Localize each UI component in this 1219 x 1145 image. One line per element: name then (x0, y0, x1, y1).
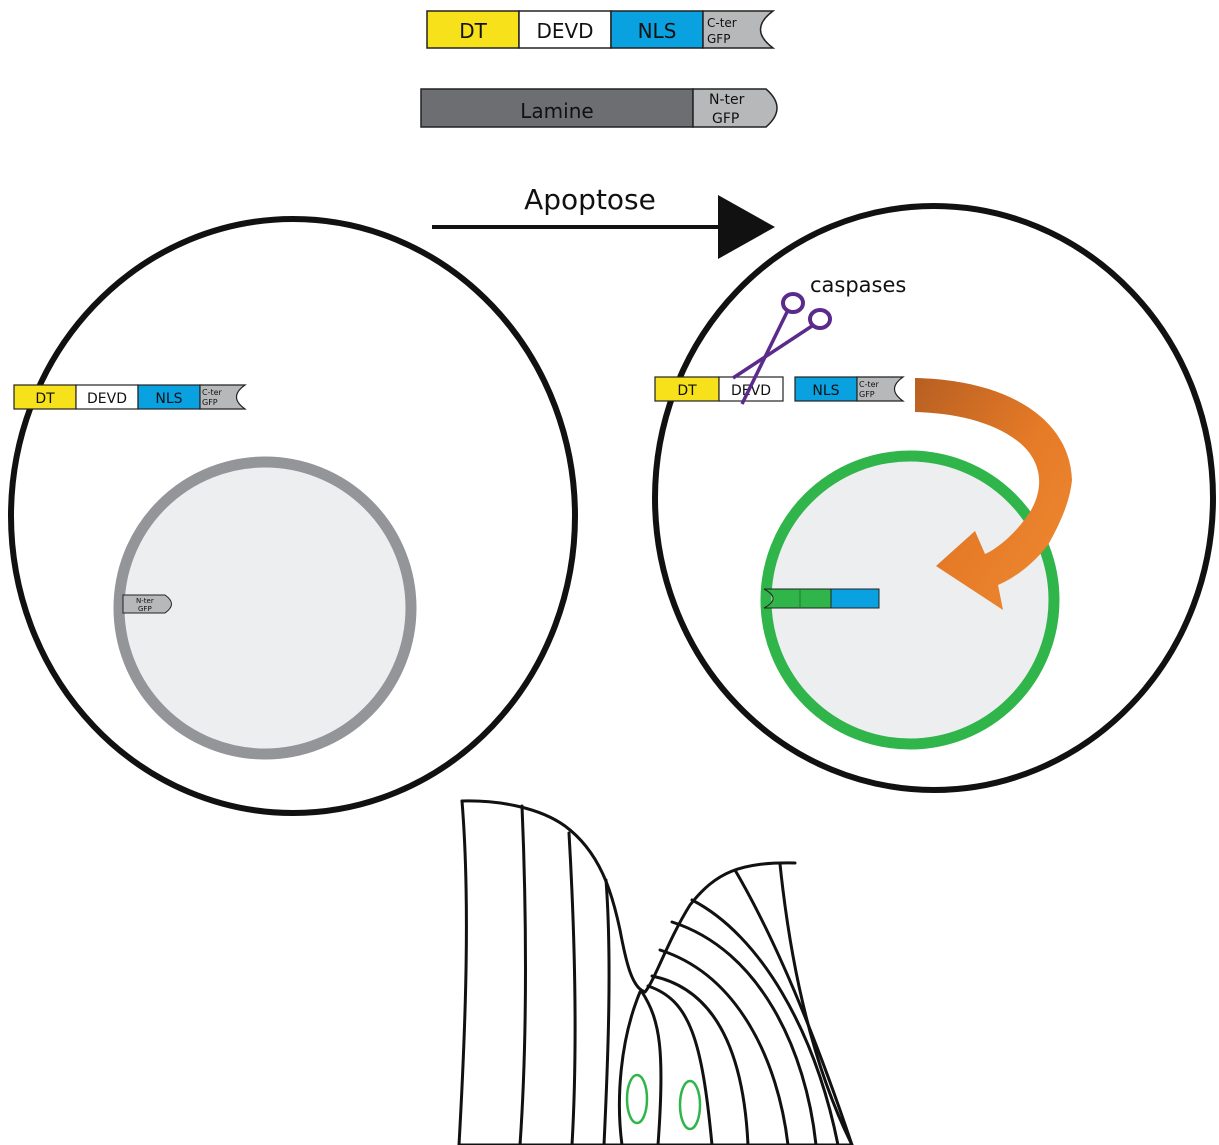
cell-membrane-right (652, 203, 1216, 793)
small-nls-label: NLS (155, 391, 182, 407)
small-c-ter-label: C-ter (202, 388, 223, 397)
cleaved-nls-label: NLS (812, 383, 839, 399)
devd-label: DEVD (536, 19, 593, 43)
reporter-in-cytoplasm: DT DEVD NLS C-ter GFP (13, 384, 247, 410)
lamine-gfp-label: GFP (712, 111, 739, 127)
n-ter-label: N-ter (709, 92, 745, 108)
cleaved-dt-devd-fragment: DT DEVD (654, 376, 784, 402)
lamine-segment (420, 88, 694, 128)
small-n-ter-label: N-ter (136, 597, 154, 605)
scissor-handle-2 (808, 308, 832, 330)
cell-border-3 (567, 831, 577, 1145)
nls-segment (610, 10, 704, 49)
caspase-scissors-icon (732, 292, 832, 405)
reporter-construct-legend: DT DEVD NLS C-ter GFP (426, 10, 776, 49)
cell-border-6 (640, 990, 663, 1145)
cell-border-10 (670, 920, 818, 1145)
small-gfp-label: GFP (202, 398, 218, 407)
small-nls-segment (137, 384, 201, 410)
cleaved-devd-label: DEVD (731, 383, 771, 399)
nuclear-nls-segment (830, 588, 880, 609)
cleaved-c-ter-label: C-ter (859, 380, 880, 389)
apoptotic-nucleus-2 (678, 1079, 702, 1131)
cleaved-nls-segment (794, 376, 858, 402)
lamine-label: Lamine (520, 99, 593, 123)
cell-border-4 (602, 878, 611, 1145)
cell-border-9 (658, 948, 790, 1145)
cleaved-c-ter-gfp-segment (856, 376, 905, 402)
cleaved-gfp-label: GFP (859, 390, 875, 399)
cell-border-7 (646, 984, 714, 1145)
apoptose-arrow: Apoptose (432, 183, 775, 259)
small-lamine-gfp-label: GFP (138, 605, 152, 613)
apoptose-label: Apoptose (524, 183, 656, 216)
cell-border-11 (690, 898, 840, 1145)
dt-label: DT (459, 19, 487, 43)
epithelium-sketch (457, 799, 854, 1145)
dt-segment (426, 10, 520, 49)
small-devd-label: DEVD (87, 391, 127, 407)
cleaved-nls-gfp-fragment: NLS C-ter GFP (794, 376, 905, 402)
cleaved-dt-label: DT (677, 383, 697, 399)
apical-surface (460, 799, 797, 994)
cell-before-apoptosis: DT DEVD NLS C-ter GFP N-ter GFP (8, 216, 578, 816)
cleaved-dt-segment (654, 376, 720, 402)
nls-label: NLS (638, 19, 677, 43)
gfp-label: GFP (707, 32, 730, 46)
cell-after-apoptosis: DT DEVD NLS C-ter GFP caspases (652, 203, 1216, 793)
cell-border-5 (617, 990, 642, 1145)
cell-border-2 (518, 804, 527, 1145)
nuclear-gfp-nls-fragment (763, 588, 880, 609)
n-ter-gfp-segment (692, 88, 778, 128)
nucleus-grey-ring (113, 456, 417, 760)
scissor-blade-2 (732, 324, 813, 380)
cell-border-1 (457, 799, 468, 1145)
cell-border-12 (733, 868, 854, 1145)
small-c-ter-gfp-segment (199, 384, 247, 410)
devd-segment (518, 10, 612, 49)
small-devd-segment (75, 384, 139, 410)
c-ter-gfp-segment (702, 10, 776, 49)
apoptotic-nucleus-1 (625, 1073, 649, 1125)
c-ter-label: C-ter (707, 16, 737, 30)
small-dt-label: DT (35, 391, 55, 407)
cell-border-13 (778, 862, 854, 1145)
caspases-label: caspases (810, 273, 906, 297)
small-dt-segment (13, 384, 77, 410)
scissor-handle-1 (781, 292, 805, 314)
arrow-head (718, 195, 775, 259)
small-n-ter-gfp (122, 594, 172, 614)
nuclear-gfp-segment (763, 588, 832, 609)
lamine-construct-legend: Lamine N-ter GFP (420, 88, 778, 128)
nucleus-green-ring (760, 450, 1060, 750)
cell-membrane-left (8, 216, 578, 816)
cell-border-8 (650, 974, 750, 1145)
translocation-arrow (915, 378, 1072, 610)
lamine-gfp-on-nucleus: N-ter GFP (122, 594, 172, 614)
